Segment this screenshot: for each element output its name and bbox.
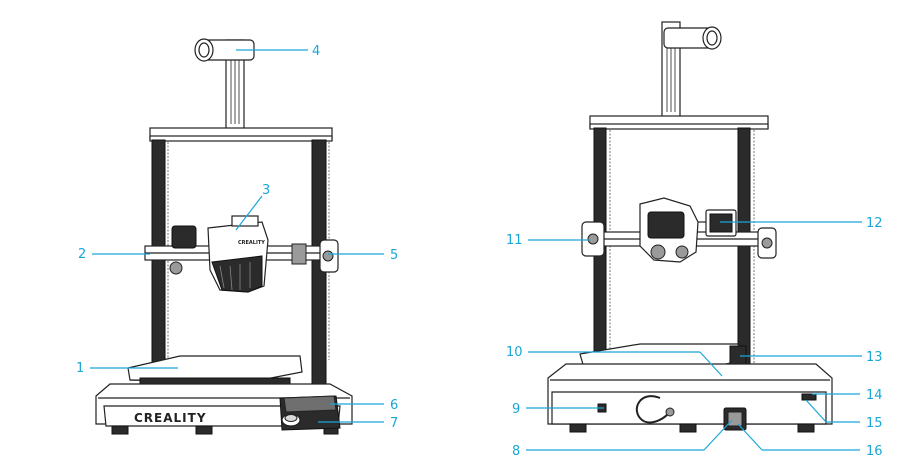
leader-15 (805, 399, 827, 423)
callout-9: 9 (512, 402, 520, 417)
heated-bed-front (127, 355, 303, 385)
print-head-rear (639, 197, 737, 263)
callout-6: 6 (390, 398, 398, 413)
callout-5: 5 (390, 248, 398, 263)
base-rear (547, 363, 833, 433)
callout-16: 16 (866, 444, 883, 459)
callout-15: 15 (866, 416, 883, 431)
callout-4: 4 (312, 44, 320, 59)
callout-8: 8 (512, 444, 520, 459)
printer-front-view: CREALITY CREALITY (95, 38, 353, 435)
callout-13: 13 (866, 350, 883, 365)
callout-2: 2 (78, 247, 86, 262)
right-upright-rear (737, 127, 751, 379)
leader-16 (737, 423, 763, 451)
control-knob-front (281, 413, 301, 427)
callout-1: 1 (76, 361, 84, 376)
callout-12: 12 (866, 216, 883, 231)
callout-14: 14 (866, 388, 883, 403)
callout-7: 7 (390, 416, 398, 431)
print-head-front: CREALITY (207, 215, 269, 293)
leader-3 (235, 195, 263, 231)
leader-8b (703, 419, 733, 451)
callout-leaders (90, 49, 862, 451)
callout-10: 10 (506, 345, 523, 360)
right-upright-front (311, 139, 327, 411)
spool-holder-front (194, 38, 255, 133)
spool-holder-rear (661, 21, 722, 121)
print-head-logo: CREALITY (238, 240, 265, 246)
callout-numbers: 1 2 3 4 5 6 7 8 9 10 11 12 13 14 15 16 (76, 44, 883, 459)
leader-10b (699, 351, 723, 377)
callout-3: 3 (262, 183, 270, 198)
printer-rear-view (547, 21, 833, 433)
brand-logo: CREALITY (134, 411, 207, 425)
callout-11: 11 (506, 233, 523, 248)
